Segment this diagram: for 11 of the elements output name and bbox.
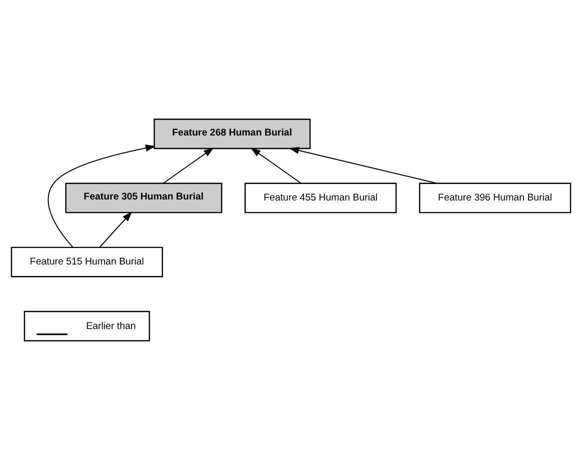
node-box: Feature 396 Human Burial — [419, 182, 572, 213]
arrow — [162, 147, 214, 184]
arrow — [250, 147, 302, 184]
node-box: Feature 455 Human Burial — [244, 182, 397, 213]
node-box: Feature 268 Human Burial — [154, 118, 311, 149]
arrow — [48, 144, 156, 248]
arrow — [99, 211, 132, 248]
legend-label: Earlier than — [86, 320, 136, 332]
arrow — [288, 146, 438, 184]
node-box: Feature 305 Human Burial — [65, 182, 222, 213]
node-box: Feature 515 Human Burial — [10, 246, 163, 277]
